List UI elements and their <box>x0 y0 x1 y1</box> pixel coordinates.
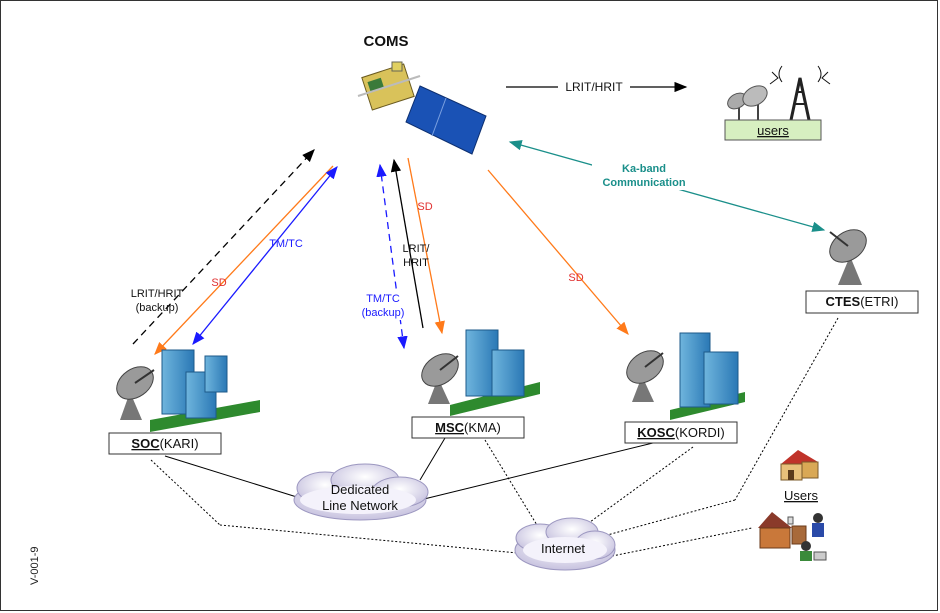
document-id: V-001-9 <box>29 546 41 585</box>
top-users-icon <box>727 65 831 122</box>
network-lines <box>150 317 839 557</box>
lrit-hrit-top-label: LRIT/HRIT <box>565 80 623 94</box>
tmtc-soc-arrow <box>192 165 338 346</box>
users-people-icon <box>758 512 827 561</box>
users-top-box <box>724 119 822 141</box>
soc-station-icon <box>116 349 260 432</box>
sd-soc-arrow <box>154 165 334 355</box>
lrit-hrit-backup-label-line1: LRIT/HRIT <box>131 288 184 300</box>
sd-soc-label: SD <box>211 277 226 289</box>
soc-name: SOC <box>131 436 160 451</box>
sd-kosc-label: SD <box>568 272 583 284</box>
tmtc-backup-arrow <box>376 163 408 350</box>
kosc-station-icon <box>626 332 745 420</box>
ka-band-label-line1: Ka-band <box>622 163 666 175</box>
kosc-label: KOSC(KORDI) <box>637 425 724 440</box>
dedicated-line-network-cloud <box>293 463 429 521</box>
dedicated-line-label-line2: Line Network <box>322 498 398 513</box>
satellite-icon <box>357 61 487 155</box>
ctes-name: CTES <box>826 294 861 309</box>
users-label: Users <box>784 488 818 503</box>
kosc-org: (KORDI) <box>675 425 725 440</box>
users-house-icon <box>780 450 819 481</box>
lrit-hrit-backup-label-line2: (backup) <box>136 302 179 314</box>
ctes-label: CTES(ETRI) <box>826 294 899 309</box>
msc-name: MSC <box>435 420 465 435</box>
lrit-hrit-msc-label-line1: LRIT/ <box>403 243 431 255</box>
internet-cloud <box>514 517 616 571</box>
lrit-hrit-msc-arrow <box>390 158 424 329</box>
msc-box <box>411 416 525 439</box>
tmtc-backup-label-line2: (backup) <box>362 307 405 319</box>
tmtc-soc-label: TM/TC <box>269 238 303 250</box>
internet-label: Internet <box>541 541 585 556</box>
tmtc-backup-label-line1: TM/TC <box>366 293 400 305</box>
ka-band-label-line2: Communication <box>602 177 685 189</box>
kosc-name: KOSC <box>637 425 675 440</box>
sd-kosc-arrow <box>487 169 629 335</box>
sd-msc-label: SD <box>417 201 432 213</box>
lrit-hrit-msc-label-line2: HRIT <box>403 257 429 269</box>
dedicated-line-label-line1: Dedicated <box>331 482 390 497</box>
users-top-label: users <box>757 123 789 138</box>
ctes-antenna-icon <box>829 229 867 285</box>
ctes-org: (ETRI) <box>860 294 898 309</box>
soc-box <box>108 432 222 455</box>
satellite-title: COMS <box>364 33 409 50</box>
soc-org: (KARI) <box>160 436 199 451</box>
kosc-box <box>624 421 738 444</box>
soc-label: SOC(KARI) <box>131 436 198 451</box>
ctes-box <box>805 290 919 314</box>
msc-label: MSC(KMA) <box>435 420 501 435</box>
msc-org: (KMA) <box>464 420 501 435</box>
sd-msc-arrow <box>407 157 445 335</box>
msc-station-icon <box>421 329 540 416</box>
